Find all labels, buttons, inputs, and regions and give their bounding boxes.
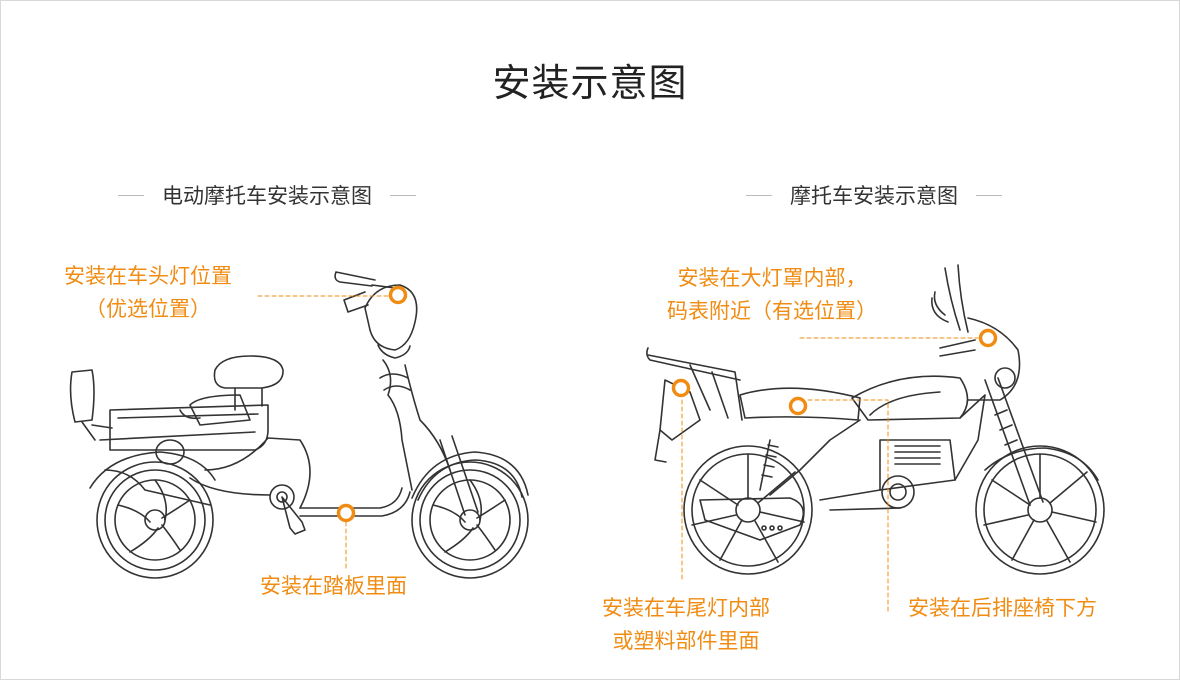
title-dash-left	[118, 194, 144, 196]
label-headlight-line2: （优选位置）	[85, 297, 211, 321]
section-title-electric-text: 电动摩托车安装示意图	[162, 184, 372, 208]
title-dash-right	[390, 194, 416, 196]
label-tail-line1: 安装在车尾灯内部	[602, 596, 770, 620]
motorcycle-illustration	[646, 264, 1105, 575]
marker-seat	[788, 396, 808, 416]
label-headlamp: 安装在大灯罩内部， 码表附近（有选位置）	[652, 262, 892, 328]
title-dash-right	[976, 194, 1002, 196]
title-dash-left	[746, 194, 772, 196]
label-pedal: 安装在踏板里面	[260, 574, 407, 598]
section-title-electric: 电动摩托车安装示意图	[118, 180, 416, 210]
label-headlight-line1: 安装在车头灯位置	[64, 264, 232, 288]
section-title-motorcycle-text: 摩托车安装示意图	[790, 184, 958, 208]
marker-headlamp	[978, 328, 998, 348]
marker-tail	[671, 378, 691, 398]
label-tail-line2: 或塑料部件里面	[612, 629, 760, 653]
section-title-motorcycle: 摩托车安装示意图	[746, 180, 1002, 210]
label-headlight: 安装在车头灯位置 （优选位置）	[52, 260, 244, 326]
label-headlamp-line1: 安装在大灯罩内部，	[677, 266, 867, 290]
label-headlamp-line2: 码表附近（有选位置）	[667, 299, 877, 323]
install-markers	[336, 285, 998, 523]
page-title: 安装示意图	[492, 61, 688, 105]
electric-scooter-illustration	[69, 271, 529, 579]
marker-pedal	[336, 503, 356, 523]
label-seat: 安装在后排座椅下方	[908, 596, 1097, 620]
leader-lines	[257, 295, 979, 613]
leader-seat	[807, 399, 889, 613]
marker-headlight	[388, 285, 408, 305]
label-tail: 安装在车尾灯内部 或塑料部件里面	[590, 592, 782, 658]
